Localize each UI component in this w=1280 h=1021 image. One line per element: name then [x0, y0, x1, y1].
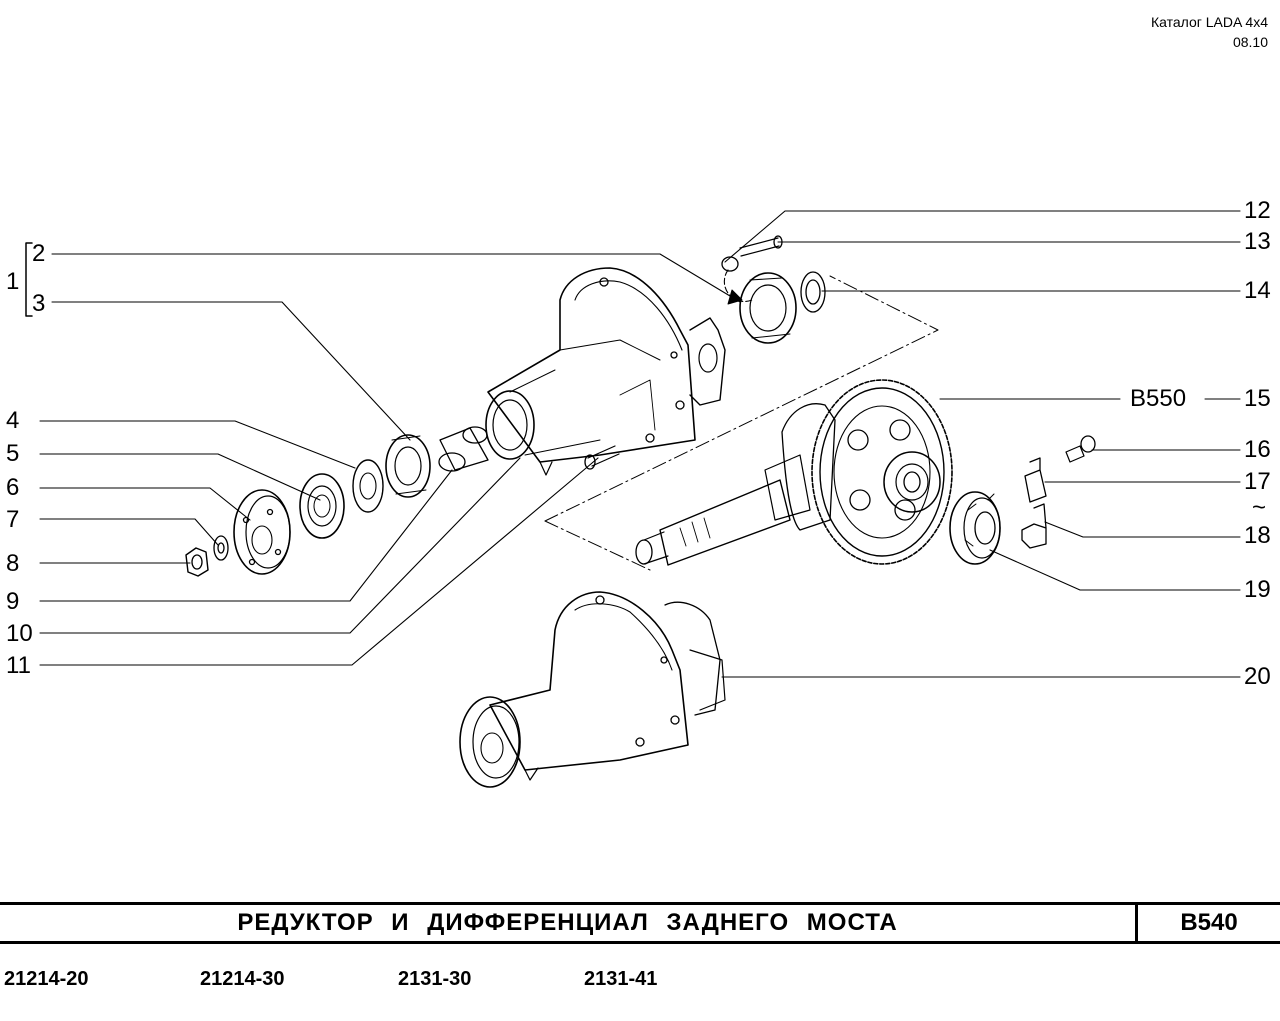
title-bar: РЕДУКТОР И ДИФФЕРЕНЦИАЛ ЗАДНЕГО МОСТА B5… [0, 902, 1280, 944]
model-item: 21214-30 [200, 968, 285, 990]
differential-assembly [635, 379, 953, 566]
callout-12: 12 [1244, 197, 1271, 224]
callout-11: 11 [6, 652, 31, 679]
callout-13: 13 [1244, 228, 1271, 255]
model-list: 21214-20 21214-30 2131-30 2131-41 [0, 968, 1280, 998]
adjusting-nut [949, 491, 1001, 565]
exploded-diagram [25, 210, 1241, 788]
callout-18: 18 [1244, 522, 1271, 549]
gear-housing-upper [485, 267, 726, 476]
group-bracket [25, 242, 33, 317]
callout-10: 10 [6, 620, 33, 647]
callout-19: 19 [1244, 576, 1271, 603]
callout-7: 7 [6, 506, 20, 533]
callout-1: 1 [6, 268, 20, 295]
title-divider [1135, 905, 1138, 941]
callout-5: 5 [6, 440, 20, 467]
callout-2: 2 [32, 240, 46, 267]
page-title: РЕДУКТОР И ДИФФЕРЕНЦИАЛ ЗАДНЕГО МОСТА [237, 909, 898, 936]
model-item: 2131-30 [398, 968, 472, 990]
callout-6: 6 [6, 474, 20, 501]
catalog-header: Каталог LADA 4x4 08.10 [1151, 12, 1268, 52]
reference-b550[interactable]: B550 [1130, 385, 1187, 412]
callout-14: 14 [1244, 277, 1271, 304]
leader-lines [39, 210, 1241, 678]
bearing-adjuster-parts [721, 235, 826, 344]
callout-20: 20 [1244, 663, 1271, 690]
lock-plates-and-bolt [1021, 435, 1096, 549]
range-tilde: ~ [1252, 494, 1267, 521]
callout-3: 3 [32, 290, 46, 317]
model-item: 21214-20 [4, 968, 89, 990]
catalog-date: 08.10 [1232, 34, 1268, 50]
callout-17: 17 [1244, 468, 1271, 495]
callout-4: 4 [6, 407, 20, 434]
callout-15: 15 [1244, 385, 1271, 412]
callout-9: 9 [6, 588, 20, 615]
model-item: 2131-41 [584, 968, 658, 990]
assembled-axle-gear [459, 591, 726, 788]
callout-16: 16 [1244, 436, 1271, 463]
catalog-title: Каталог LADA 4x4 [1150, 14, 1268, 30]
flange-and-seals [185, 426, 620, 577]
page-code: B540 [1180, 909, 1238, 936]
assembly-plane [544, 275, 939, 522]
callout-8: 8 [6, 550, 20, 577]
